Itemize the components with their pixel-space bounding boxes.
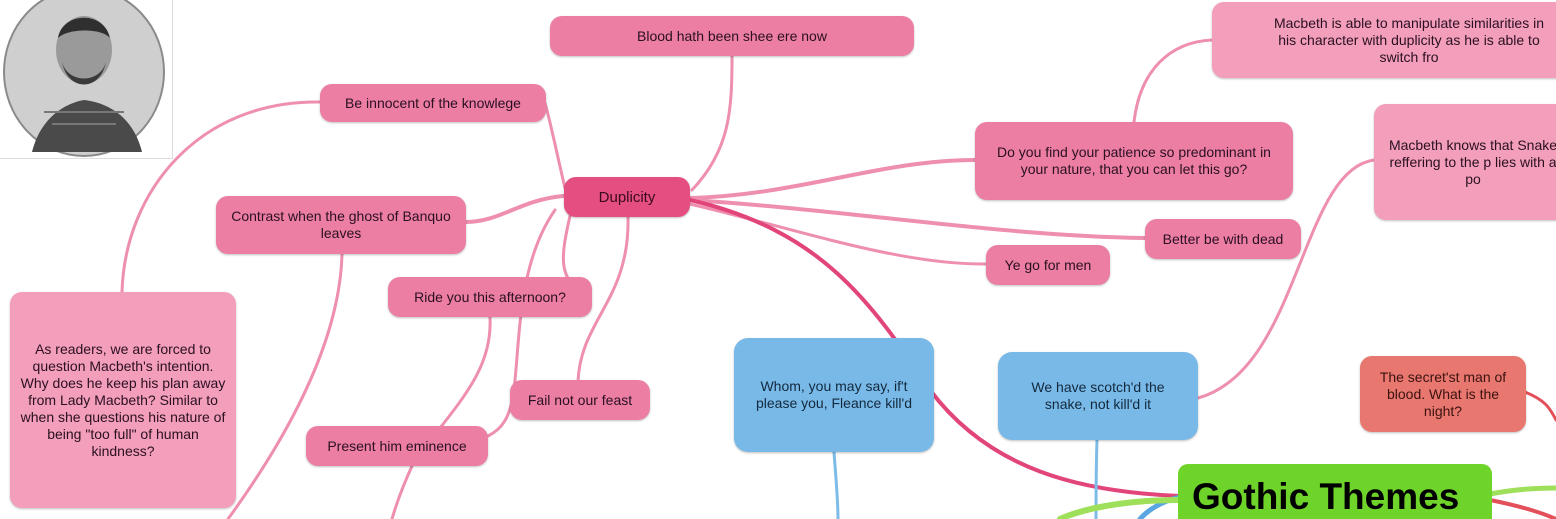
link-scotch-down [1094,438,1099,519]
link-gothic-red [1488,498,1556,519]
node-patience[interactable]: Do you find your patience so predominant… [975,122,1293,200]
link-whom-down [832,450,840,519]
node-gothic-themes[interactable]: Gothic Themes [1178,464,1492,519]
node-scotch-snake[interactable]: We have scotch'd the snake, not kill'd i… [998,352,1198,440]
link-innocent [543,101,567,190]
node-blood-hath-been[interactable]: Blood hath been shee ere now [550,16,914,56]
link-contrast [464,194,565,224]
link-ride-down [438,316,492,430]
node-present-eminence[interactable]: Present him eminence [306,426,488,466]
link-present [486,208,557,438]
node-ride-afternoon[interactable]: Ride you this afternoon? [388,277,592,317]
link-present-down [390,464,414,519]
node-ye-go-men[interactable]: Ye go for men [986,245,1110,285]
link-patience [688,158,977,200]
node-manipulate[interactable]: Macbeth is able to manipulate similariti… [1212,2,1556,78]
link-ye-go [688,202,988,266]
link-scotch-knows [1196,158,1376,400]
link-secretst [1523,390,1556,422]
portrait-image [0,0,173,159]
link-contrast-down [226,252,344,519]
node-readers-question[interactable]: As readers, we are forced to question Ma… [10,292,236,508]
link-better-dead [688,198,1147,240]
node-fail-feast[interactable]: Fail not our feast [510,380,650,420]
node-be-innocent[interactable]: Be innocent of the knowlege [320,84,546,122]
link-patience-manip [1132,38,1214,124]
link-fail [576,215,630,384]
link-gothic-green-right [1487,485,1556,497]
node-better-dead[interactable]: Better be with dead [1145,219,1301,259]
link-blood [690,54,734,192]
node-secretst-man[interactable]: The secret'st man of blood. What is the … [1360,356,1526,432]
node-macbeth-knows[interactable]: Macbeth knows that Snake reffering to th… [1374,104,1556,220]
node-whom-fleance[interactable]: Whom, you may say, if't please you, Flea… [734,338,934,452]
link-gothic-green [1057,497,1181,519]
node-duplicity[interactable]: Duplicity [564,177,690,217]
link-innocent-readers [120,100,322,294]
node-contrast-ghost[interactable]: Contrast when the ghost of Banquo leaves [216,196,466,254]
